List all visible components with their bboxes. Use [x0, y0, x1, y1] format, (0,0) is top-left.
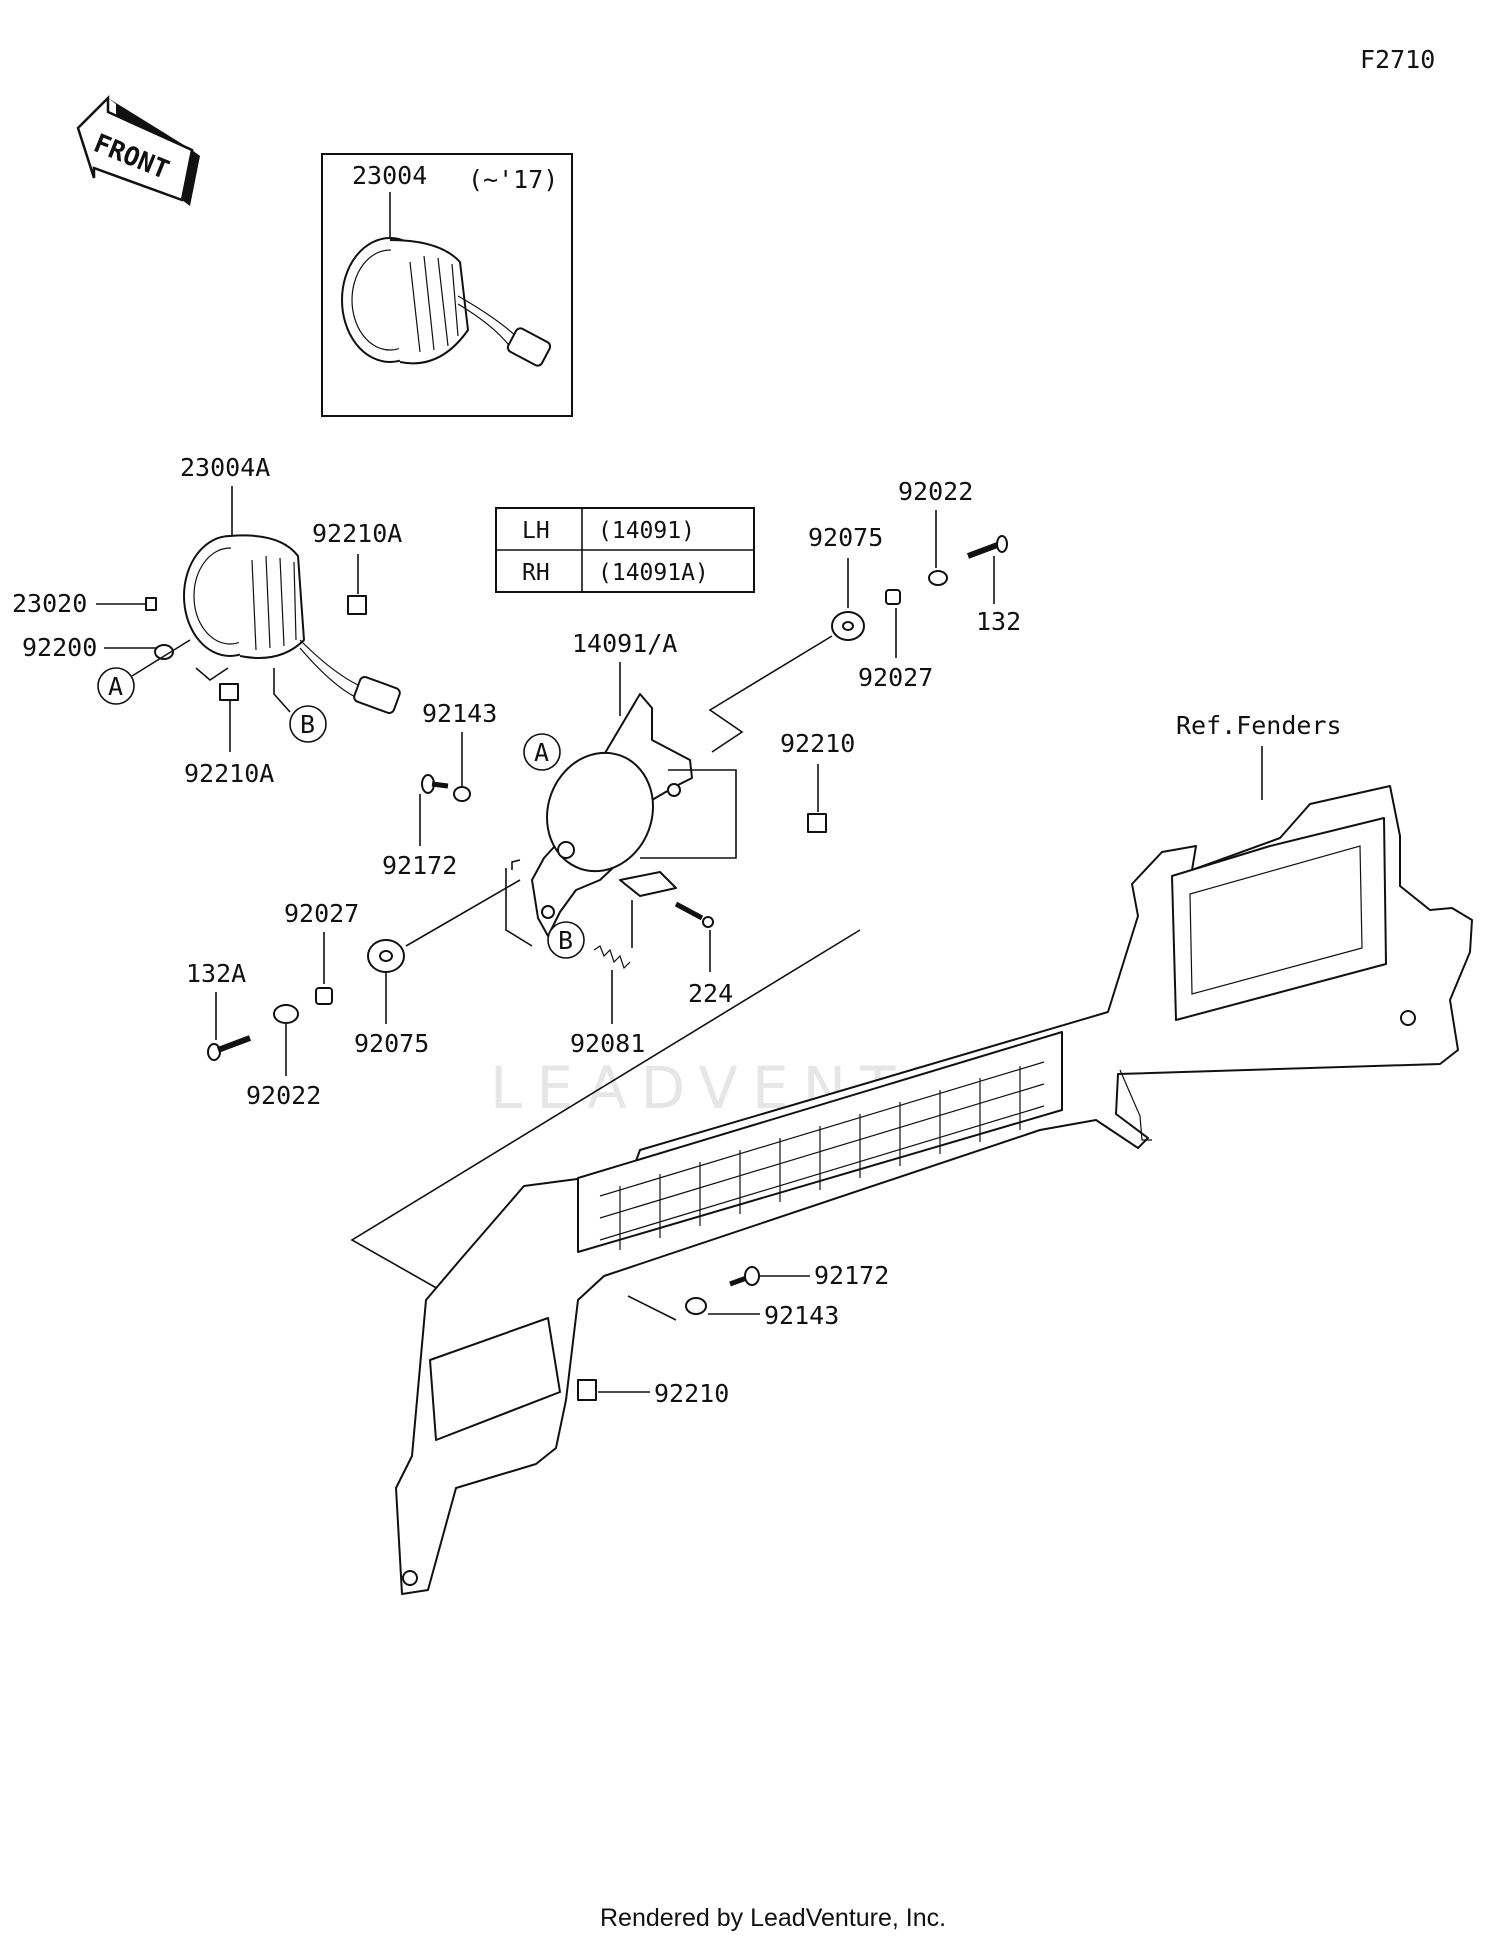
- diagram-code: F2710: [1360, 45, 1435, 74]
- washer-92200: [154, 644, 174, 660]
- ref-marker-a-right-label: A: [534, 738, 549, 767]
- headlight-assembly-23004A: 23004A: [180, 453, 401, 714]
- table-row-lh-part: (14091): [598, 518, 695, 544]
- inset-box-23004: 23004 (~'17): [321, 153, 573, 417]
- ref-marker-a-left-label: A: [108, 672, 123, 701]
- part-23020: [145, 597, 157, 611]
- collar-92027-top: [885, 589, 901, 605]
- callout-92022-left: 92022: [246, 1081, 321, 1110]
- washer-92022-top: [928, 570, 948, 586]
- callout-92210A-top: 92210A: [312, 519, 402, 548]
- ref-marker-b-right: [547, 921, 585, 959]
- callout-23004: 23004: [352, 161, 427, 190]
- variant-table: LH (14091) RH (14091A): [495, 507, 755, 593]
- callout-92027-left: 92027: [284, 899, 359, 928]
- callout-92075-top: 92075: [808, 523, 883, 552]
- washer-92143-left: [453, 786, 471, 802]
- callout-92210-bottom: 92210: [654, 1379, 729, 1408]
- headlight-assembly-23004: [341, 237, 552, 367]
- callout-132: 132: [976, 607, 1021, 636]
- screw-224: [674, 901, 714, 928]
- callout-92075-left: 92075: [354, 1029, 429, 1058]
- front-arrow-icon: FRONT: [76, 94, 200, 206]
- callout-92172-right: 92172: [814, 1261, 889, 1290]
- clip-nut-92210-mid: [807, 813, 827, 833]
- callout-92210-mid: 92210: [780, 729, 855, 758]
- callout-14091A: 14091/A: [572, 629, 677, 658]
- ref-marker-a-right: [523, 733, 561, 771]
- callout-224: 224: [688, 979, 733, 1008]
- callout-132A: 132A: [186, 959, 246, 988]
- callout-92172-left: 92172: [382, 851, 457, 880]
- clip-nut-92210A-bottom: [219, 683, 239, 701]
- callout-92210A-bottom: 92210A: [184, 759, 274, 788]
- callout-92200: 92200: [22, 633, 97, 662]
- bolt-132: [966, 535, 1008, 559]
- callout-92027-top: 92027: [858, 663, 933, 692]
- callout-23004A: 23004A: [180, 453, 270, 482]
- bolt-92172-left: [421, 774, 449, 794]
- footer-credit: Rendered by LeadVenture, Inc.: [600, 1904, 946, 1932]
- table-row-rh-side: RH: [522, 560, 550, 586]
- ref-fenders-label: Ref.Fenders: [1176, 711, 1342, 740]
- bolt-92172-right: [729, 1266, 760, 1287]
- washer-92143-right: [685, 1297, 707, 1315]
- callout-23020: 23020: [12, 589, 87, 618]
- ref-marker-a-left: [97, 667, 135, 705]
- collar-92027-left: [315, 987, 333, 1005]
- callout-92022-top: 92022: [898, 477, 973, 506]
- spring-92081: [593, 945, 631, 970]
- front-grille-panel: [395, 785, 1473, 1595]
- washer-92022-left: [273, 1004, 299, 1024]
- bolt-132A: [207, 1035, 252, 1061]
- headlight-bracket-14091A: [531, 693, 693, 937]
- clip-nut-92210A-top: [347, 595, 367, 615]
- callout-92143-left: 92143: [422, 699, 497, 728]
- inset-year-label: (~'17): [468, 165, 558, 194]
- callout-92081: 92081: [570, 1029, 645, 1058]
- table-row-rh-part: (14091A): [598, 560, 709, 586]
- ref-marker-b-left-label: B: [300, 710, 315, 739]
- ref-marker-b-right-label: B: [558, 926, 573, 955]
- clip-nut-92210-bottom: [577, 1379, 597, 1401]
- table-row-lh-side: LH: [522, 518, 550, 544]
- callout-92143-right: 92143: [764, 1301, 839, 1330]
- ref-marker-b-left: [289, 705, 327, 743]
